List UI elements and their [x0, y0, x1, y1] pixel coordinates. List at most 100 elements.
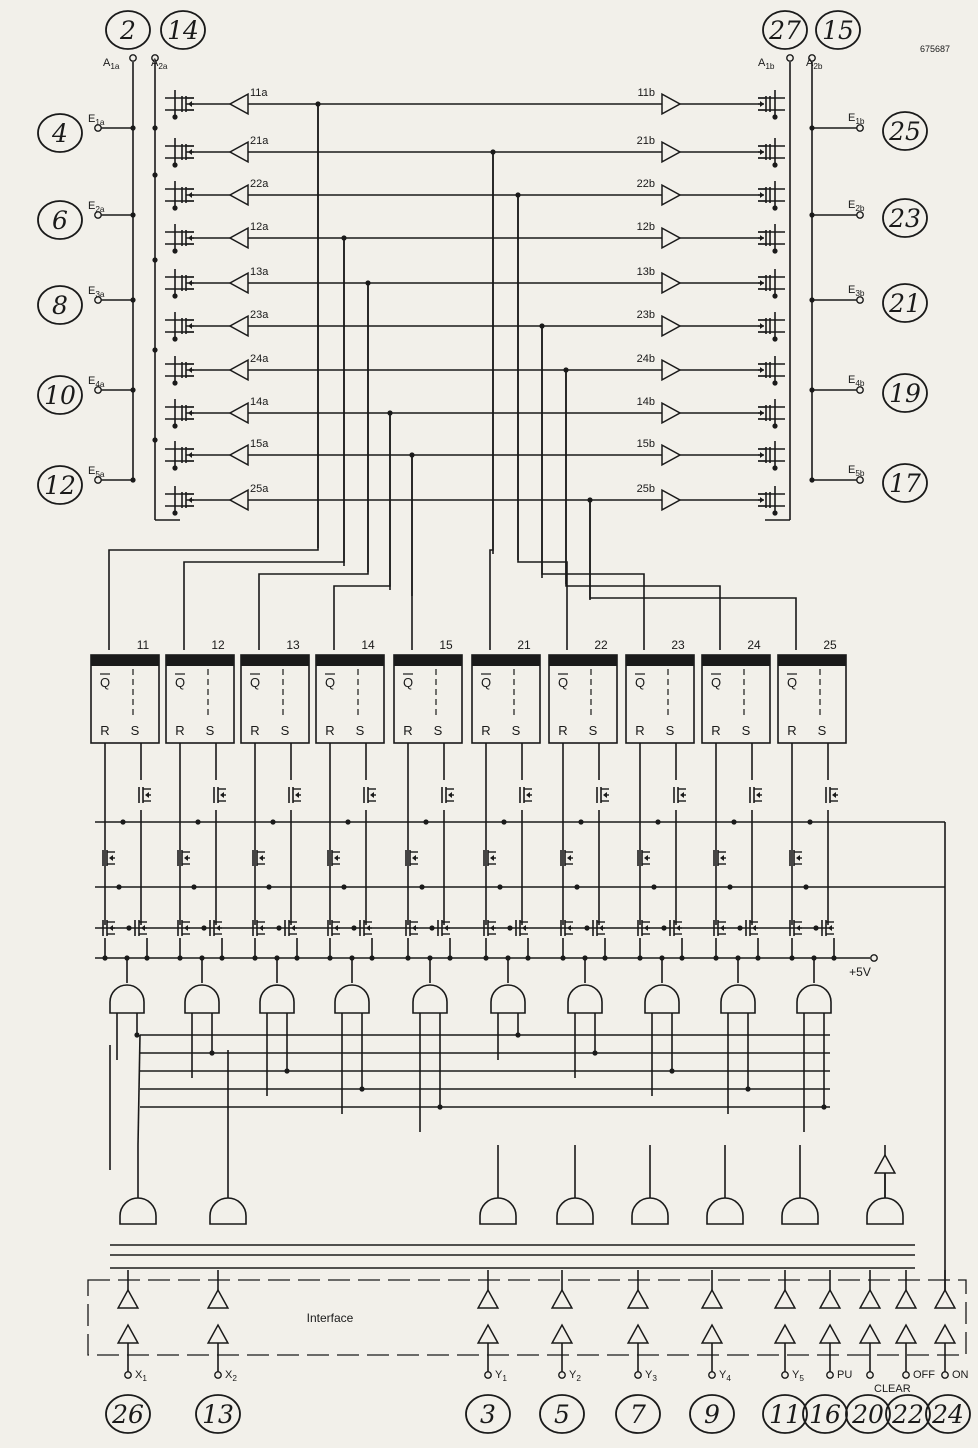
input-buffer-upper	[550, 1288, 574, 1309]
pin-number-right-4: 17	[882, 463, 928, 503]
pin-number-left-2-number: 8	[52, 291, 68, 320]
flipflop-body	[165, 654, 235, 744]
switch-transistor-b	[758, 187, 771, 203]
arrow	[680, 792, 684, 798]
pin-number-left-3-number: 10	[44, 381, 76, 410]
interface-box	[87, 1279, 967, 1356]
arrow	[220, 792, 224, 798]
arrow	[184, 925, 188, 931]
junction-dot	[120, 819, 126, 825]
junction-dot	[592, 1050, 598, 1056]
switch-transistor-b	[758, 492, 771, 508]
input-label-2: Y1	[495, 1369, 507, 1383]
input-pin	[708, 1371, 716, 1379]
junction-dot	[560, 955, 566, 961]
arrow	[188, 235, 192, 241]
junction-dot	[130, 297, 136, 303]
hand-circle	[105, 10, 151, 50]
junction-dot	[483, 955, 489, 961]
arrow	[567, 855, 571, 861]
flipflop-bar	[778, 655, 846, 666]
decoder-gate-0	[119, 1197, 157, 1225]
arrow	[526, 792, 530, 798]
arrow	[444, 925, 448, 931]
input-buffer-lower	[818, 1323, 842, 1344]
switch-label-a-0: 11a	[250, 87, 268, 99]
logic-transistor-low-b	[669, 920, 682, 936]
junction-dot	[755, 955, 761, 961]
logic-transistor-low-b	[134, 920, 147, 936]
pin-label-right-4: E5b	[848, 464, 865, 478]
arrow	[760, 192, 764, 198]
junction-dot	[130, 212, 136, 218]
switch-transistor-b	[758, 230, 771, 246]
pin-number-top-left-1-number: 14	[167, 16, 199, 45]
flipflop-number-15: 15	[439, 638, 453, 652]
driver-buffer-a	[228, 92, 249, 116]
input-number-8-number: 20	[851, 1400, 884, 1429]
arrow	[188, 149, 192, 155]
junction-dot	[772, 248, 778, 254]
junction-dot	[637, 955, 643, 961]
hand-circle	[925, 1394, 971, 1434]
ff-feed	[108, 104, 319, 650]
arrow	[448, 792, 452, 798]
flipflop-number-23: 23	[671, 638, 685, 652]
flipflop-body	[393, 654, 463, 744]
arrow	[644, 925, 648, 931]
pin-number-right-2: 21	[882, 283, 928, 323]
junction-dot	[172, 162, 178, 168]
input-buffer-upper	[626, 1288, 650, 1309]
flipflop-23	[625, 654, 695, 744]
hand-circle	[37, 200, 83, 240]
pin-label-top-left-0: A1a	[103, 57, 120, 71]
logic-transistor-low-a	[713, 920, 726, 936]
junction-dot	[172, 114, 178, 120]
arrow	[412, 925, 416, 931]
logic-transistor-low-b	[437, 920, 450, 936]
input-buffer-upper	[818, 1288, 842, 1309]
input-buffer-lower	[933, 1323, 957, 1344]
flipflop-bar	[394, 655, 462, 666]
flipflop-bar	[549, 655, 617, 666]
junction-dot	[651, 884, 657, 890]
arrow	[599, 925, 603, 931]
junction-dot	[351, 925, 357, 931]
input-number-10: 24	[925, 1394, 971, 1434]
junction-dot	[284, 1068, 290, 1074]
junction-dot	[427, 955, 433, 961]
decoder-gate-1	[209, 1197, 247, 1225]
input-number-1: 13	[195, 1394, 241, 1434]
input-buffer-upper	[894, 1288, 918, 1309]
switch-transistor-b	[758, 405, 771, 421]
driver-buffer-a	[228, 140, 249, 164]
input-number-10-number: 24	[931, 1400, 964, 1429]
flipflop-21	[471, 654, 541, 744]
hand-circle	[882, 198, 928, 238]
switch-transistor-a	[181, 187, 194, 203]
pin-label-left-3: E4a	[88, 375, 105, 389]
top-left-pin	[151, 54, 159, 62]
driver-buffer-a	[228, 358, 249, 382]
driver-buffer-b	[661, 488, 682, 512]
pin-number-top-right-0-number: 27	[768, 16, 801, 45]
input-buffer-lower	[206, 1323, 230, 1344]
switch-transistor-a	[181, 318, 194, 334]
flipflop-r-24: R	[711, 723, 720, 738]
junction-dot	[134, 1032, 140, 1038]
junction-dot	[409, 452, 415, 458]
arrow	[760, 280, 764, 286]
hand-circle	[882, 463, 928, 503]
logic-transistor-mid	[713, 850, 726, 866]
flipflop-number-14: 14	[361, 638, 375, 652]
flipflop-body	[90, 654, 160, 744]
top-left-pin	[129, 54, 137, 62]
arrow	[760, 367, 764, 373]
pin-number-top-left-1: 14	[160, 10, 206, 50]
logic-transistor-mid	[327, 850, 340, 866]
arrow	[760, 410, 764, 416]
top-right-pin	[786, 54, 794, 62]
logic-transistor-mid	[252, 850, 265, 866]
arrow	[188, 367, 192, 373]
junction-dot	[276, 925, 282, 931]
